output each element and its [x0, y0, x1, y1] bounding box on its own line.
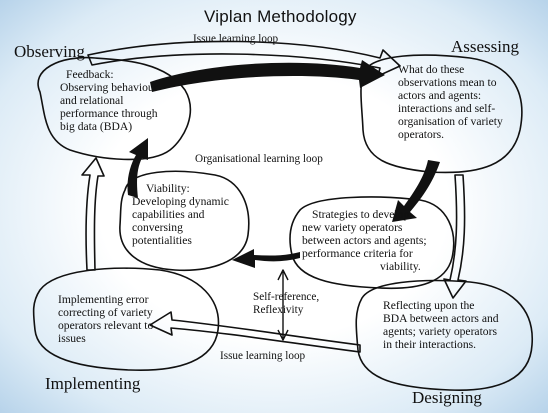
node-line: Feedback:	[66, 68, 114, 81]
node-line: big data (BDA)	[60, 119, 133, 133]
issue-loop-arrow-right	[443, 174, 467, 299]
node-line: BDA between actors and	[383, 311, 499, 325]
phase-observing: Observing	[14, 42, 85, 61]
node-implementing: Implementing error correcting of variety…	[58, 293, 153, 345]
node-line: potentialities	[132, 233, 192, 247]
node-viability: Viability: Developing dynamic capabiliti…	[132, 182, 229, 247]
issue-loop-arrow-left	[81, 157, 105, 271]
diagram-title: Viplan Methodology	[204, 7, 357, 26]
node-line: Developing dynamic	[132, 194, 229, 208]
label-organisational-learning-loop: Organisational learning loop	[195, 153, 323, 165]
node-reflecting: Reflecting upon the BDA between actors a…	[383, 299, 499, 351]
node-line: capabilities and	[132, 207, 205, 221]
node-line: interactions and self-	[398, 101, 496, 115]
node-feedback: Feedback: Observing behaviour and relati…	[60, 68, 158, 133]
node-line: issues	[58, 331, 86, 345]
node-line: actors and agents:	[398, 88, 482, 102]
issue-loop-arrow-top	[87, 40, 401, 77]
node-line: conversing	[132, 220, 183, 234]
label-issue-learning-loop-top: Issue learning loop	[193, 33, 279, 45]
issue-loop-arrow-bottom	[149, 311, 361, 353]
organisational-loop-arrow-left	[127, 138, 148, 198]
phase-assessing: Assessing	[451, 37, 520, 56]
node-line: agents; variety operators	[383, 324, 497, 338]
node-line: performance through	[60, 106, 158, 120]
implementing-blob	[32, 267, 220, 371]
viability-blob	[119, 170, 250, 272]
node-line: What do these	[398, 63, 465, 76]
node-line: observations mean to	[398, 75, 497, 89]
node-line: between actors and agents;	[302, 233, 427, 247]
self-reference-line: Self-reference,	[253, 291, 320, 303]
organisational-loop-arrow-right	[392, 160, 440, 222]
label-self-reference: Self-reference, Reflexivity	[253, 291, 319, 316]
node-assessing: What do these observations mean to actor…	[398, 63, 503, 141]
node-line: performance criteria for	[302, 246, 413, 260]
node-line: in their interactions.	[383, 337, 477, 351]
node-line: operators relevant to	[58, 318, 154, 332]
assessing-blob	[360, 54, 523, 174]
node-line: Reflecting upon the	[383, 299, 475, 312]
feedback-blob	[37, 56, 192, 161]
reflecting-blob	[355, 279, 533, 391]
reflexivity-line: Reflexivity	[253, 303, 304, 316]
node-strategies: Strategies to develop new variety operat…	[302, 208, 427, 273]
phase-designing: Designing	[412, 388, 482, 407]
node-line: viability.	[380, 259, 421, 273]
node-line: Strategies to develop	[312, 208, 410, 221]
node-line: operators.	[398, 127, 445, 141]
organisational-loop-arrow-top	[150, 60, 385, 92]
node-line: organisation of variety	[398, 114, 503, 128]
node-line: Viability:	[146, 182, 190, 195]
node-line: correcting of variety	[58, 305, 153, 319]
node-line: Observing behaviour	[60, 80, 158, 94]
node-line: Implementing error	[58, 293, 149, 306]
node-line: new variety operators	[302, 220, 403, 234]
organisational-loop-arrow-bottom	[232, 249, 300, 268]
node-line: and relational	[60, 93, 124, 107]
phase-implementing: Implementing	[45, 374, 141, 393]
label-issue-learning-loop-bottom: Issue learning loop	[220, 350, 306, 362]
